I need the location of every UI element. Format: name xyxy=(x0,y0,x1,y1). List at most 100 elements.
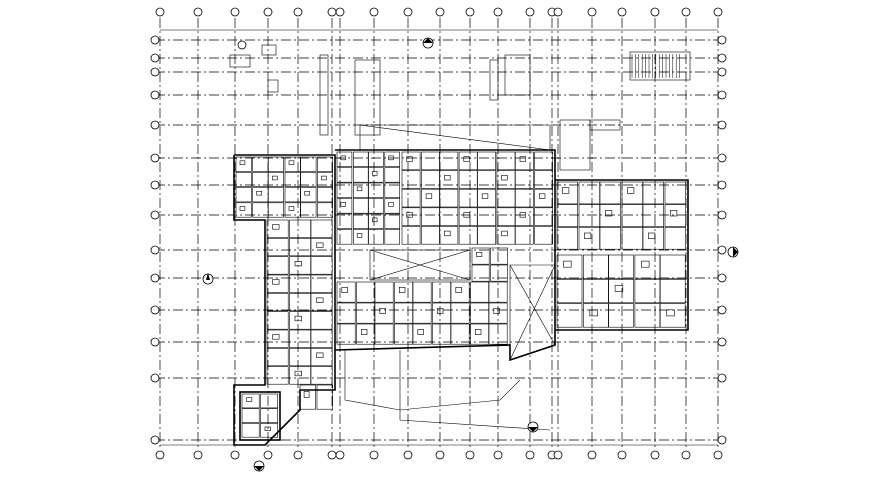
grid-bubble xyxy=(713,450,723,460)
grid-bubble xyxy=(713,7,723,17)
room xyxy=(300,156,317,172)
room xyxy=(368,229,384,245)
fixture xyxy=(463,212,470,218)
grid-bubble xyxy=(150,245,160,255)
room xyxy=(241,393,260,409)
fixture xyxy=(340,202,346,207)
room xyxy=(642,204,665,227)
room xyxy=(266,238,289,257)
room xyxy=(289,347,312,367)
grid-bubble xyxy=(587,450,597,460)
fixture xyxy=(605,210,613,217)
room xyxy=(356,323,376,345)
room xyxy=(450,302,470,324)
room xyxy=(241,422,260,438)
room xyxy=(289,366,312,385)
room xyxy=(252,172,269,188)
room xyxy=(401,170,421,189)
room xyxy=(496,151,516,171)
room xyxy=(266,329,289,348)
room xyxy=(235,172,252,188)
room xyxy=(394,281,414,303)
room xyxy=(316,187,333,203)
grid-bubble xyxy=(369,7,379,17)
grid-bubble xyxy=(465,7,475,17)
room xyxy=(310,292,333,312)
fixture xyxy=(670,210,678,217)
room xyxy=(534,188,553,208)
grid-bubble xyxy=(435,450,445,460)
grid-bubble xyxy=(193,450,203,460)
room xyxy=(241,408,260,423)
room xyxy=(439,207,459,226)
room xyxy=(458,188,478,208)
room xyxy=(621,204,644,227)
room xyxy=(260,408,279,423)
grid-bubble xyxy=(150,305,160,315)
room xyxy=(289,329,312,348)
room xyxy=(300,172,317,188)
room xyxy=(336,198,353,214)
room xyxy=(266,366,289,385)
grid-bubble xyxy=(650,7,660,17)
section-marker-icon xyxy=(237,40,247,50)
grid-bubble xyxy=(150,90,160,100)
fixture xyxy=(519,212,526,218)
fixture xyxy=(463,156,470,162)
room xyxy=(608,303,634,328)
room xyxy=(267,187,284,203)
fixture xyxy=(360,328,368,335)
room xyxy=(352,198,369,214)
grid-bubble xyxy=(230,450,240,460)
room xyxy=(266,292,289,312)
fixture xyxy=(666,309,675,317)
room xyxy=(235,202,252,218)
room xyxy=(336,229,353,245)
room xyxy=(421,170,440,189)
room xyxy=(421,226,440,245)
room xyxy=(310,311,333,330)
room xyxy=(642,227,665,250)
grid-bubble xyxy=(465,450,475,460)
fixture xyxy=(563,260,572,268)
room xyxy=(664,204,687,227)
room xyxy=(412,281,432,303)
fixture xyxy=(246,397,253,402)
room xyxy=(289,256,312,275)
room xyxy=(289,219,312,238)
grid-bubble xyxy=(150,180,160,190)
room xyxy=(582,278,609,304)
room xyxy=(514,151,534,171)
grid-bubble xyxy=(617,450,627,460)
room xyxy=(514,188,534,208)
fixture xyxy=(476,252,483,257)
room xyxy=(496,207,516,226)
grid-bubble xyxy=(293,7,303,17)
room xyxy=(556,303,583,328)
fixture xyxy=(256,191,262,196)
room xyxy=(534,151,553,171)
room xyxy=(488,323,508,345)
room xyxy=(384,151,400,167)
grid-bubble xyxy=(681,7,691,17)
room xyxy=(394,323,414,345)
room xyxy=(316,384,333,410)
fixture xyxy=(406,156,413,162)
room xyxy=(608,254,634,279)
fixture xyxy=(294,370,302,377)
room xyxy=(556,181,579,205)
room xyxy=(439,151,459,171)
fixture xyxy=(316,242,324,248)
room xyxy=(336,213,353,229)
room xyxy=(659,254,686,279)
room xyxy=(368,198,384,214)
fixture xyxy=(398,286,406,293)
fixture xyxy=(379,307,386,314)
grid-bubble xyxy=(327,450,337,460)
room xyxy=(450,281,470,303)
room xyxy=(336,151,353,167)
fixture xyxy=(316,352,324,358)
fixture xyxy=(562,187,570,194)
room xyxy=(477,151,496,171)
